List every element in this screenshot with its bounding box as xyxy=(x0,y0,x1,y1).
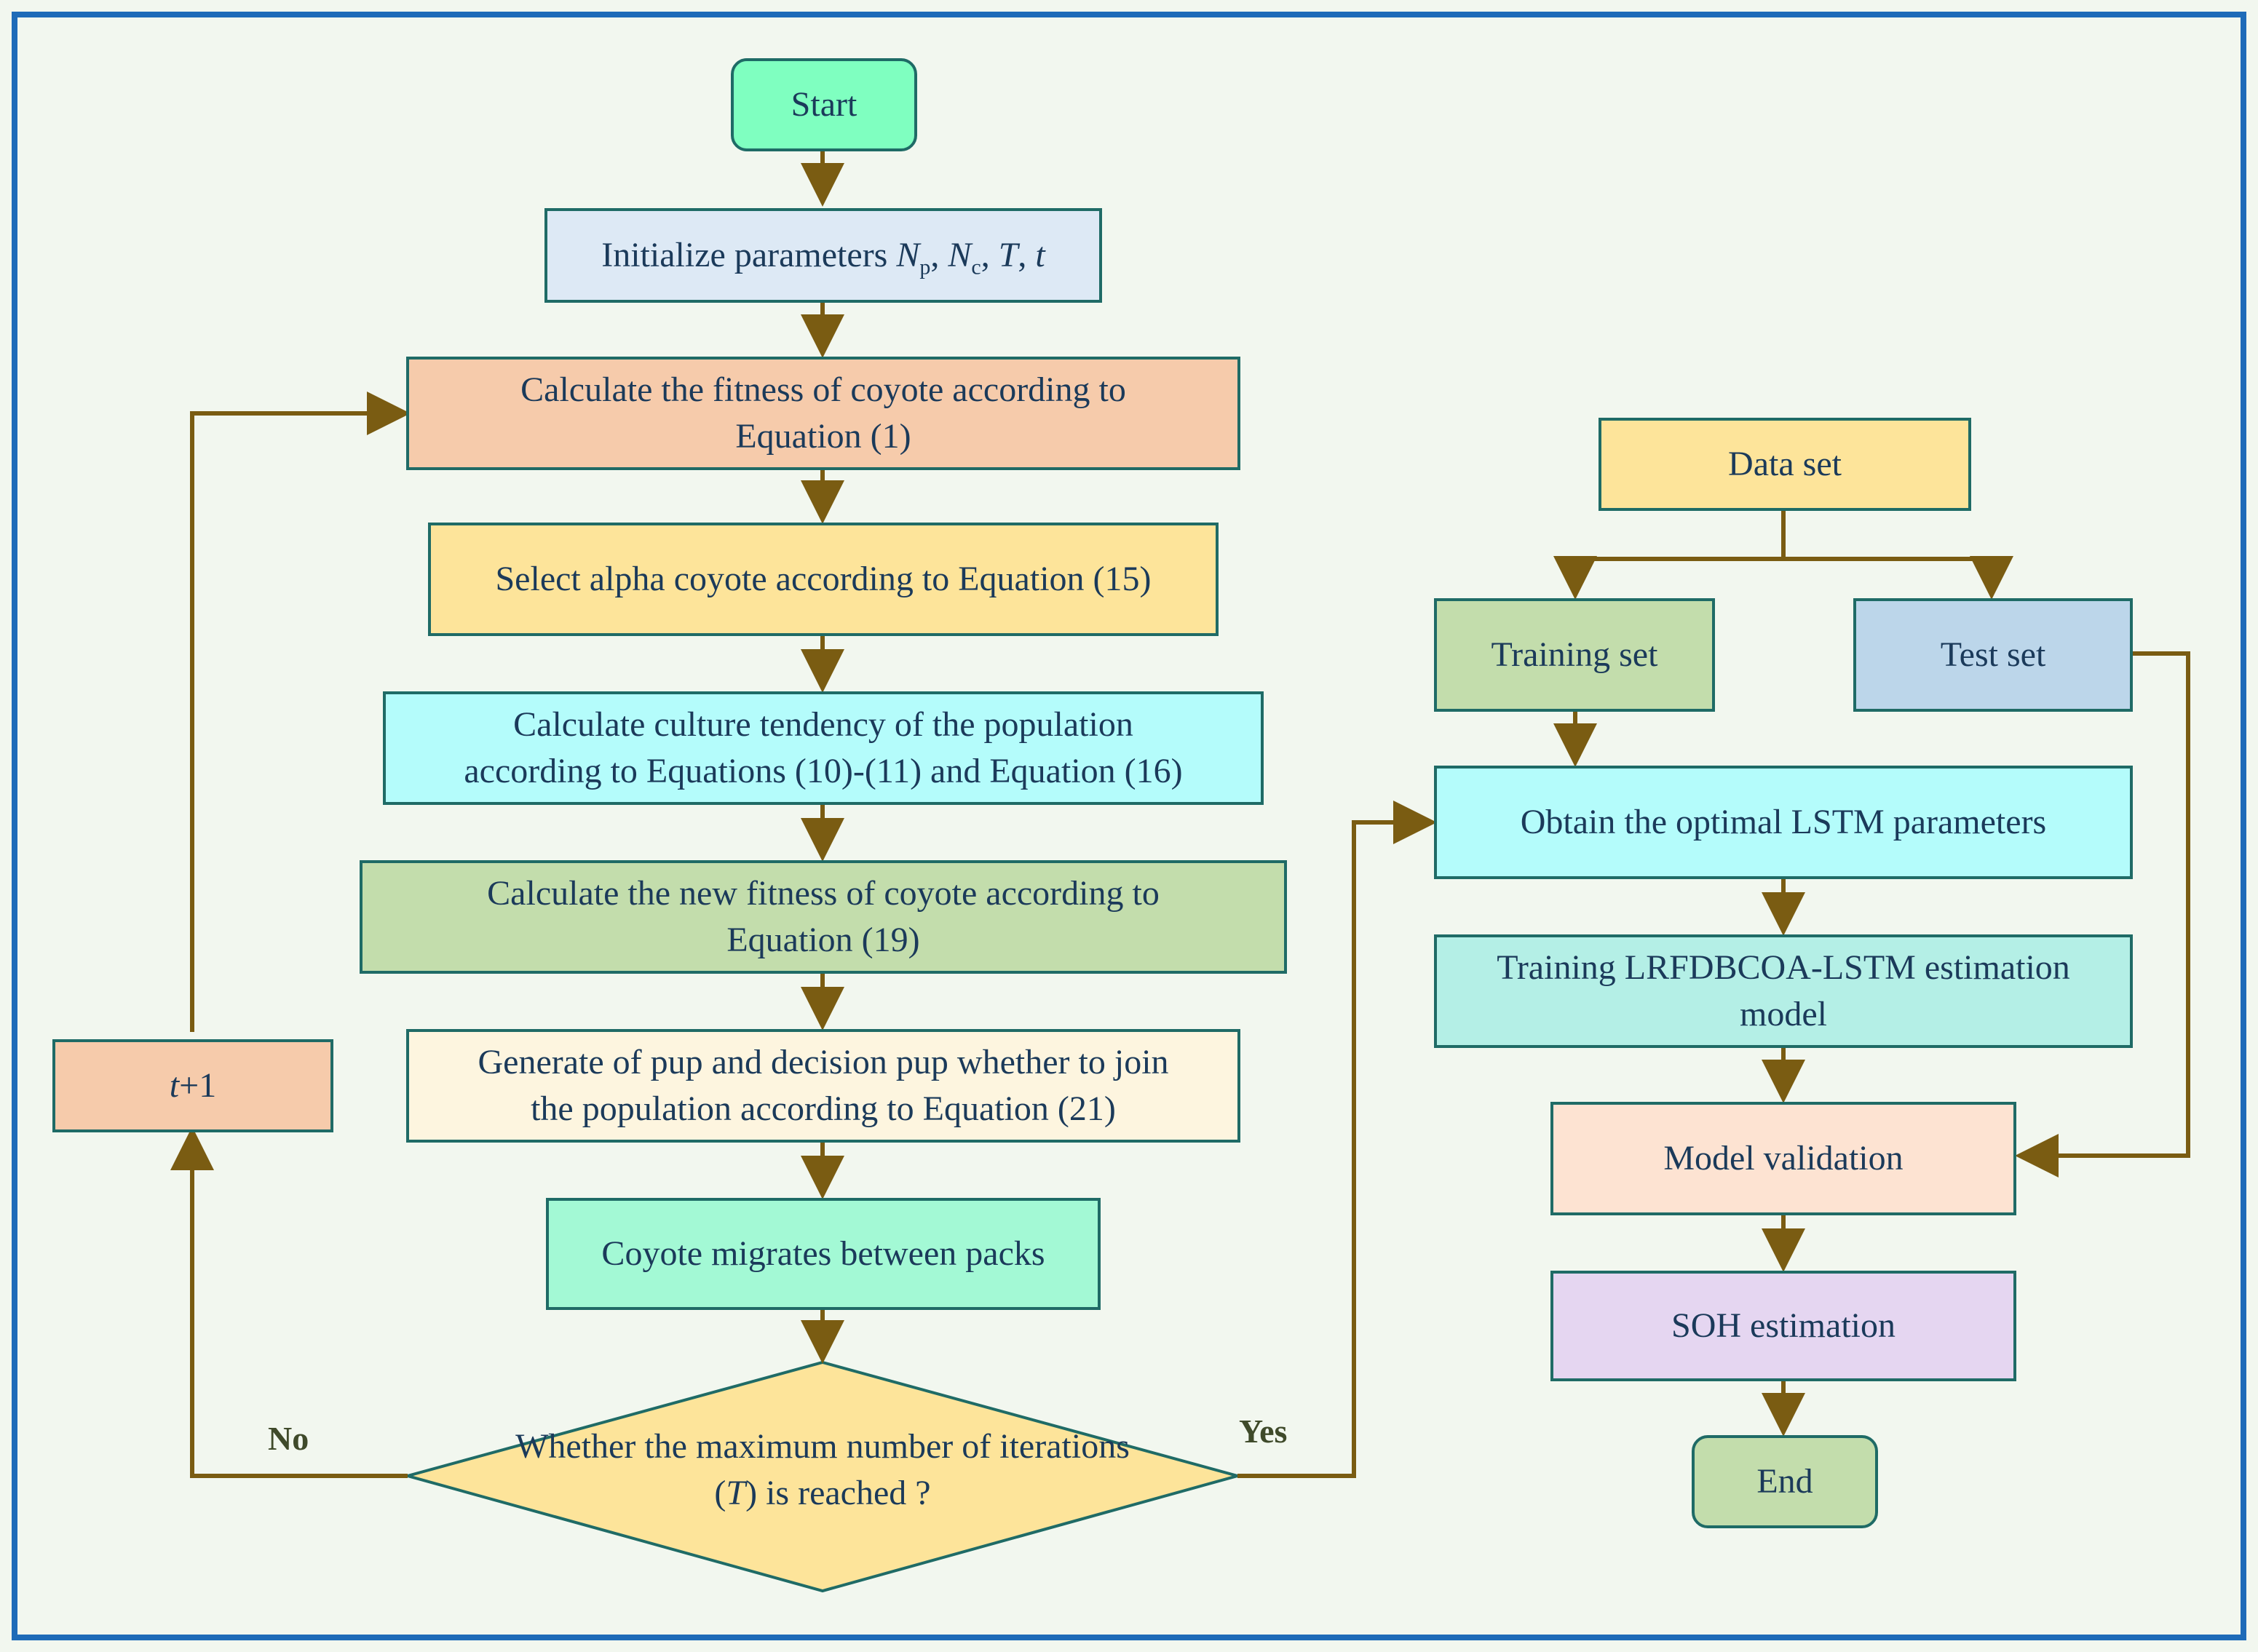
optimal-lstm-label: Obtain the optimal LSTM parameters xyxy=(1520,803,2047,841)
init-t: t xyxy=(1035,236,1045,274)
init-np: N xyxy=(896,236,920,274)
decision-line2-suffix: ) is reached ? xyxy=(745,1474,931,1512)
training-model-line1: Training LRFDBCOA-LSTM estimation xyxy=(1497,948,2070,987)
training-set-node: Training set xyxy=(1434,598,1715,712)
increment-node: t+1 xyxy=(52,1039,333,1132)
decision-label: Whether the maximum number of iterations… xyxy=(510,1419,1136,1521)
no-edge-label: No xyxy=(268,1420,309,1457)
arrow-test-to-validation xyxy=(2015,651,2190,1178)
new-fitness-line1: Calculate the new fitness of coyote acco… xyxy=(487,874,1160,913)
new-fitness-text: Calculate the new fitness of coyote acco… xyxy=(487,870,1160,964)
start-node: Start xyxy=(731,58,917,151)
calculate-fitness-line2: Equation (1) xyxy=(735,417,911,456)
new-fitness-node: Calculate the new fitness of coyote acco… xyxy=(360,860,1287,974)
increment-suffix: +1 xyxy=(179,1066,217,1105)
calculate-fitness-node: Calculate the fitness of coyote accordin… xyxy=(406,357,1240,470)
generate-pup-node: Generate of pup and decision pup whether… xyxy=(406,1029,1240,1143)
culture-tendency-line1: Calculate culture tendency of the popula… xyxy=(513,705,1133,744)
soh-estimation-label: SOH estimation xyxy=(1671,1306,1895,1345)
end-label: End xyxy=(1756,1462,1813,1501)
coyote-migrates-label: Coyote migrates between packs xyxy=(601,1234,1045,1273)
soh-estimation-node: SOH estimation xyxy=(1550,1271,2016,1381)
connector-arrows xyxy=(170,151,2190,1478)
yes-edge-label: Yes xyxy=(1239,1413,1288,1450)
increment-var: t xyxy=(169,1066,180,1105)
init-nc-sub: c xyxy=(971,255,981,279)
training-model-line2: model xyxy=(1740,995,1827,1033)
select-alpha-node: Select alpha coyote according to Equatio… xyxy=(428,523,1219,636)
decision-line1: Whether the maximum number xyxy=(515,1427,954,1466)
arrow-increment-to-fitness xyxy=(190,392,411,1032)
training-model-text: Training LRFDBCOA-LSTM estimation model xyxy=(1497,945,2070,1038)
coyote-migrates-node: Coyote migrates between packs xyxy=(546,1198,1101,1310)
generate-pup-text: Generate of pup and decision pup whether… xyxy=(478,1039,1168,1132)
decision-line2-var: T xyxy=(726,1474,746,1512)
culture-tendency-text: Calculate culture tendency of the popula… xyxy=(464,702,1182,795)
generate-pup-line1: Generate of pup and decision pup whether… xyxy=(478,1043,1169,1081)
increment-label: t+1 xyxy=(170,1063,216,1109)
arrow-dataset-to-test xyxy=(1783,556,2013,600)
init-nc: N xyxy=(948,236,972,274)
arrow-yes-to-optimal xyxy=(1237,801,1437,1478)
end-node: End xyxy=(1692,1435,1878,1528)
optimal-lstm-node: Obtain the optimal LSTM parameters xyxy=(1434,766,2133,879)
new-fitness-line2: Equation (19) xyxy=(726,921,920,959)
initialize-parameters-label: Initialize parameters Np, Nc, T, t xyxy=(601,236,1045,279)
init-prefix: Initialize parameters xyxy=(601,236,897,274)
model-validation-label: Model validation xyxy=(1663,1139,1904,1178)
outer-frame xyxy=(12,12,2246,1640)
init-T: T xyxy=(998,236,1018,274)
data-set-label: Data set xyxy=(1728,445,1842,483)
generate-pup-line2: the population according to Equation (21… xyxy=(531,1089,1116,1128)
decision-line2-prefix: of iterations ( xyxy=(714,1427,1130,1512)
data-set-node: Data set xyxy=(1599,418,1971,511)
arrow-no-to-increment xyxy=(170,1127,408,1478)
start-label: Start xyxy=(791,85,857,124)
decision-line2: of iterations (T) is reached ? xyxy=(714,1427,1129,1512)
initialize-parameters-node: Initialize parameters Np, Nc, T, t xyxy=(544,208,1102,303)
model-validation-node: Model validation xyxy=(1550,1102,2016,1215)
training-set-label: Training set xyxy=(1491,635,1658,674)
culture-tendency-node: Calculate culture tendency of the popula… xyxy=(383,691,1264,805)
calculate-fitness-text: Calculate the fitness of coyote accordin… xyxy=(520,367,1126,460)
decision-diamond xyxy=(402,1360,1243,1593)
calculate-fitness-line1: Calculate the fitness of coyote accordin… xyxy=(520,370,1126,409)
training-model-node: Training LRFDBCOA-LSTM estimation model xyxy=(1434,934,2133,1048)
test-set-node: Test set xyxy=(1853,598,2133,712)
select-alpha-label: Select alpha coyote according to Equatio… xyxy=(495,560,1152,598)
test-set-label: Test set xyxy=(1940,635,2046,674)
arrow-dataset-split xyxy=(1553,511,1786,600)
culture-tendency-line2: according to Equations (10)-(11) and Equ… xyxy=(464,752,1183,790)
init-np-sub: p xyxy=(919,255,931,279)
decision-text: Whether the maximum number of iterations… xyxy=(510,1423,1136,1517)
